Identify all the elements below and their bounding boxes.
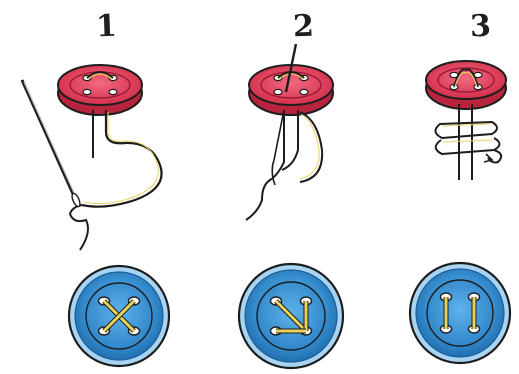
blue-button-arrow-stitch <box>239 264 343 368</box>
step-2-red-button-group <box>246 44 333 220</box>
blue-button-icon <box>410 263 510 363</box>
blue-button-parallel-stitch <box>410 263 510 363</box>
red-button-icon <box>426 61 506 109</box>
blue-button-cross-stitch <box>69 266 169 366</box>
thread-icon <box>70 110 162 250</box>
blue-button-icon <box>239 264 343 368</box>
step-3-red-button-group <box>426 61 506 180</box>
step-1-red-button-group <box>22 65 162 250</box>
red-button-icon <box>58 65 142 115</box>
blue-button-icon <box>69 266 169 366</box>
thread-icon <box>435 104 501 180</box>
